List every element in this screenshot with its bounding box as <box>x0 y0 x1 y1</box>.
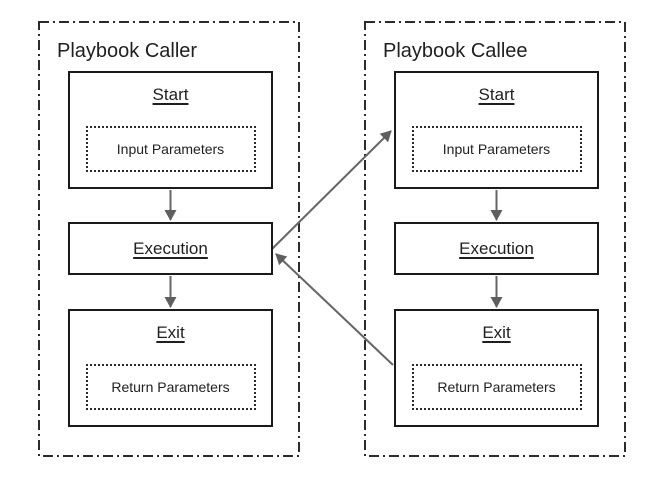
callee-input-parameters-box: Input Parameters <box>411 126 582 172</box>
callee-input-parameters-label: Input Parameters <box>442 141 551 157</box>
caller-start-node: Start Input Parameters <box>68 71 273 189</box>
caller-exit-label: Exit <box>156 323 185 342</box>
callee-start-label: Start <box>478 85 515 104</box>
callee-return-parameters-label: Return Parameters <box>437 379 556 395</box>
caller-execution-node: Execution <box>68 222 273 275</box>
arrow-caller-execution-to-callee-start <box>271 130 392 250</box>
caller-execution-label: Execution <box>133 238 208 258</box>
callee-panel-border <box>364 21 626 457</box>
caller-exit-node: Exit Return Parameters <box>68 309 273 427</box>
callee-return-parameters-box: Return Parameters <box>411 364 582 410</box>
caller-return-parameters-label: Return Parameters <box>111 379 230 395</box>
callee-exit-label: Exit <box>482 323 511 342</box>
caller-return-parameters-box: Return Parameters <box>85 364 256 410</box>
callee-panel-title: Playbook Callee <box>383 40 528 62</box>
caller-start-label: Start <box>152 85 189 104</box>
caller-panel-border <box>38 21 300 457</box>
caller-panel-title: Playbook Caller <box>57 40 198 62</box>
arrow-callee-exit-to-caller-execution <box>275 253 394 366</box>
callee-start-node: Start Input Parameters <box>394 71 599 189</box>
callee-execution-node: Execution <box>394 222 599 275</box>
callee-execution-label: Execution <box>459 238 534 258</box>
callee-exit-node: Exit Return Parameters <box>394 309 599 427</box>
caller-input-parameters-label: Input Parameters <box>116 141 225 157</box>
caller-input-parameters-box: Input Parameters <box>85 126 256 172</box>
